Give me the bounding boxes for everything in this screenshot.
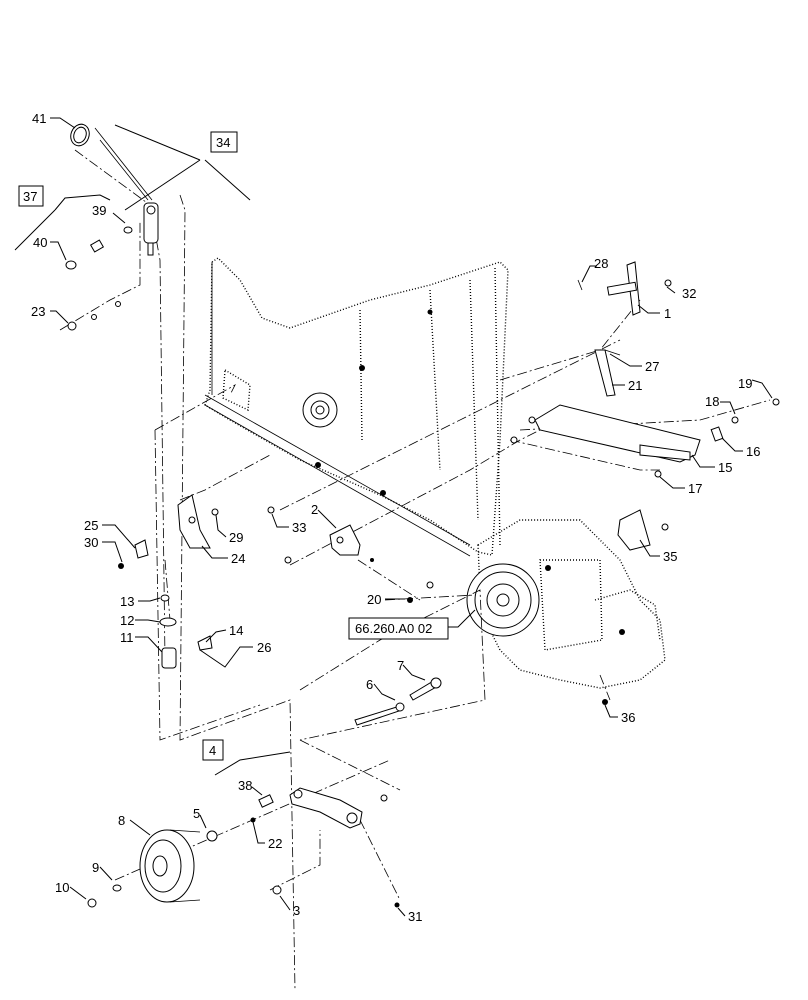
callout-33: 33 [292, 520, 306, 535]
callout-35: 35 [663, 549, 677, 564]
callout-13: 13 [120, 594, 134, 609]
callout-23: 23 [31, 304, 45, 319]
boxed-callouts: 34 37 4 66.260.A0 02 [18, 131, 449, 761]
callout-39: 39 [92, 203, 106, 218]
callout-2: 2 [311, 502, 318, 517]
clip-25 [118, 539, 149, 569]
box-label-37: 37 [23, 189, 37, 204]
callout-11: 11 [120, 630, 134, 645]
plate-15 [510, 404, 701, 463]
bolt-23 [67, 301, 121, 331]
callout-27: 27 [645, 359, 659, 374]
stack-11-13 [159, 594, 213, 669]
callout-28: 28 [594, 256, 608, 271]
callout-22: 22 [268, 836, 282, 851]
idler-pulley-8 [139, 817, 256, 903]
frame-panel [204, 257, 509, 557]
callout-38: 38 [238, 778, 252, 793]
bolt-6-7 [354, 677, 608, 726]
callout-16: 16 [746, 444, 760, 459]
leader-lines [14, 117, 773, 917]
box-4 [202, 739, 224, 761]
callout-15: 15 [718, 460, 732, 475]
callout-24: 24 [231, 551, 245, 566]
callout-26: 26 [257, 640, 271, 655]
callout-40: 40 [33, 235, 47, 250]
callout-7: 7 [397, 658, 404, 673]
callout-29: 29 [229, 530, 243, 545]
callout-25: 25 [84, 518, 98, 533]
bracket-1 [577, 261, 672, 316]
callout-17: 17 [688, 481, 702, 496]
o-ring-41 [70, 123, 90, 147]
hardware-9-10-3-31 [87, 884, 400, 908]
box-37 [18, 185, 44, 207]
callout-14: 14 [229, 623, 243, 638]
callout-8: 8 [118, 813, 125, 828]
callout-30: 30 [84, 535, 98, 550]
reference-label: 66.260.A0 02 [355, 621, 432, 636]
bracket-24 [177, 494, 219, 549]
callout-10: 10 [55, 880, 69, 895]
grease-fitting-block-34 [94, 127, 159, 256]
callout-31: 31 [408, 909, 422, 924]
reference-box [348, 617, 449, 640]
callout-32: 32 [682, 286, 696, 301]
bracket-2 [329, 524, 374, 562]
box-34 [210, 131, 238, 153]
rod-21 [594, 349, 621, 397]
box-label-34: 34 [216, 135, 230, 150]
fitting-39-40 [65, 226, 133, 270]
callout-19: 19 [738, 376, 752, 391]
callout-6: 6 [366, 677, 373, 692]
gearbox-assembly [466, 519, 666, 689]
callout-9: 9 [92, 860, 99, 875]
bolt-33-20 [267, 506, 434, 603]
callout-1: 1 [664, 306, 671, 321]
callout-3: 3 [293, 903, 300, 918]
idler-arm-38 [258, 787, 388, 829]
box-label-4: 4 [209, 743, 216, 758]
callout-5: 5 [193, 806, 200, 821]
callout-36: 36 [621, 710, 635, 725]
callout-18: 18 [705, 394, 719, 409]
pin-16-18-19 [654, 398, 780, 478]
callout-21: 21 [628, 378, 642, 393]
callout-12: 12 [120, 613, 134, 628]
callout-41: 41 [32, 111, 46, 126]
bracket-35 [617, 509, 669, 551]
callout-20: 20 [367, 592, 381, 607]
callout-labels: 41 39 40 23 28 32 1 27 21 19 18 16 15 17… [31, 111, 760, 924]
